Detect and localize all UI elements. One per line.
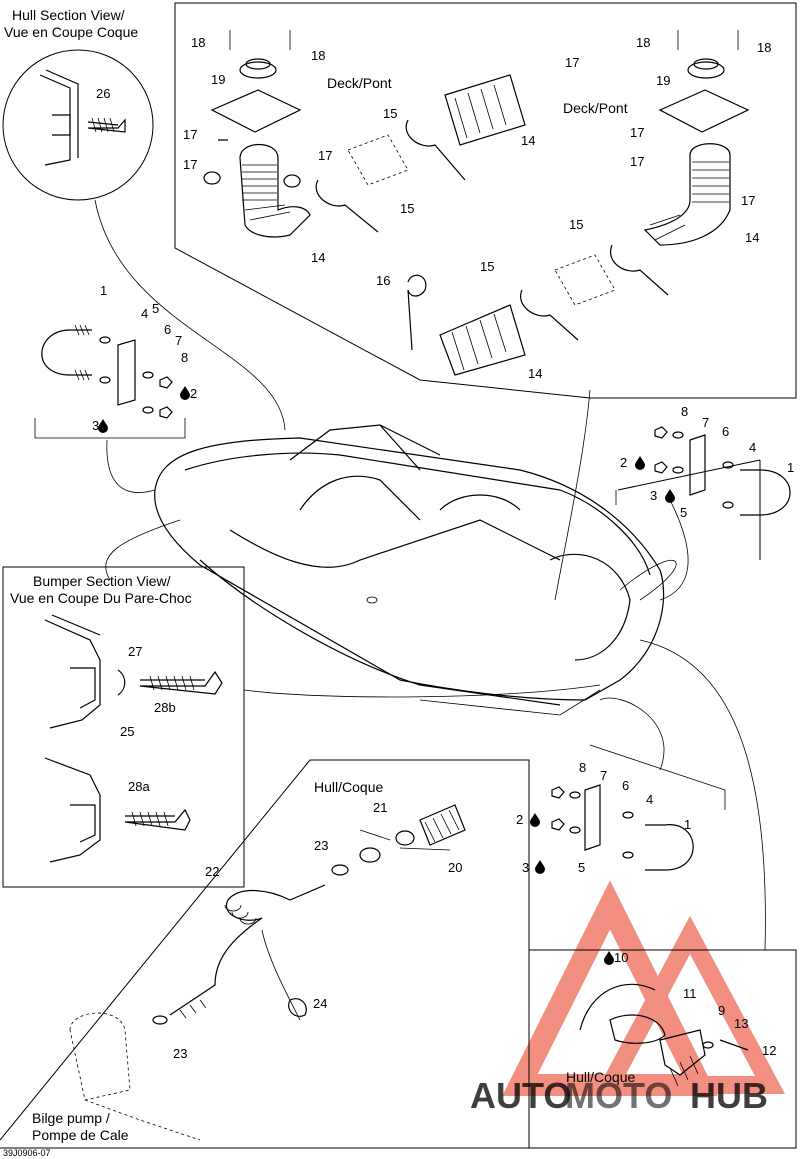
callout-3: 3	[522, 860, 529, 875]
callout-18: 18	[636, 35, 650, 50]
deck-label-right: Deck/Pont	[563, 100, 628, 116]
callout-19: 19	[656, 73, 670, 88]
callout-28b: 28b	[154, 700, 176, 715]
clamps	[315, 119, 669, 351]
callout-28a: 28a	[128, 779, 150, 794]
watermark-hub: HUB	[690, 1075, 768, 1116]
callout-1: 1	[100, 283, 107, 298]
callout-17: 17	[183, 157, 197, 172]
leader-lines	[94, 199, 766, 1021]
callout-18: 18	[311, 48, 325, 63]
callout-2: 2	[516, 812, 523, 827]
callout-8: 8	[579, 760, 586, 775]
callout-26: 26	[96, 86, 110, 101]
callout-14: 14	[311, 250, 325, 265]
callout-18: 18	[757, 40, 771, 55]
vent-hoses	[347, 74, 616, 376]
callout-6: 6	[164, 322, 171, 337]
drain-plug-detail	[579, 983, 749, 1087]
callout-23: 23	[314, 838, 328, 853]
hull-section-caption-line1: Hull Section View/	[12, 7, 125, 23]
callout-4: 4	[141, 306, 148, 321]
callout-22: 22	[205, 864, 219, 879]
hull-label-middle: Hull/Coque	[314, 779, 383, 795]
deck-label-left: Deck/Pont	[327, 75, 392, 91]
callout-23: 23	[173, 1046, 187, 1061]
callout-3: 3	[650, 488, 657, 503]
callout-17: 17	[183, 127, 197, 142]
callout-25: 25	[120, 724, 134, 739]
callout-17: 17	[630, 125, 644, 140]
callout-17: 17	[741, 193, 755, 208]
deck-vent-right	[643, 30, 750, 246]
callout-14: 14	[521, 133, 535, 148]
callout-27: 27	[128, 644, 142, 659]
callout-8: 8	[681, 404, 688, 419]
callout-14: 14	[745, 230, 759, 245]
callout-17: 17	[630, 154, 644, 169]
hull-section-caption-line2: Vue en Coupe Coque	[4, 24, 138, 40]
handle-set-right	[654, 426, 791, 516]
boat-illustration	[154, 424, 665, 716]
bumper-section-detail	[44, 614, 223, 863]
hull-section-view	[2, 49, 154, 201]
drop-icon	[98, 386, 675, 965]
bumper-section-caption-line2: Vue en Coupe Du Pare-Choc	[10, 590, 192, 606]
watermark-text: AUTO MOTO HUB	[470, 1075, 768, 1116]
handle-set-upper-left	[41, 324, 173, 419]
callout-6: 6	[722, 424, 729, 439]
callout-5: 5	[680, 505, 687, 520]
callout-9: 9	[718, 1003, 725, 1018]
deck-vent-left	[203, 30, 311, 238]
callout-3: 3	[92, 418, 99, 433]
watermark-moto: MOTO	[565, 1075, 672, 1116]
callout-17: 17	[565, 55, 579, 70]
callout-15: 15	[383, 106, 397, 121]
callout-21: 21	[373, 800, 387, 815]
callout-15: 15	[569, 217, 583, 232]
callout-15: 15	[480, 259, 494, 274]
callout-17: 17	[318, 148, 332, 163]
callout-7: 7	[702, 415, 709, 430]
bilge-pump-caption-line2: Pompe de Cale	[32, 1127, 129, 1143]
callout-5: 5	[152, 301, 159, 316]
callout-18: 18	[191, 35, 205, 50]
callout-12: 12	[762, 1043, 776, 1058]
hull-label-bottom: Hull/Coque	[566, 1069, 635, 1085]
callout-14: 14	[528, 366, 542, 381]
callout-7: 7	[600, 768, 607, 783]
callout-8: 8	[181, 350, 188, 365]
handle-set-lower	[551, 784, 694, 871]
watermark-auto: AUTO	[470, 1075, 571, 1116]
bumper-section-caption-line1: Bumper Section View/	[33, 573, 171, 589]
callout-4: 4	[749, 440, 756, 455]
callout-13: 13	[734, 1016, 748, 1031]
callout-4: 4	[646, 792, 653, 807]
callout-1: 1	[684, 817, 691, 832]
callout-7: 7	[175, 333, 182, 348]
callout-20: 20	[448, 860, 462, 875]
callout-1: 1	[787, 460, 794, 475]
callout-numbers: 18 18 19 17 17 17 14 15 15 14 17 18 18 1…	[92, 35, 794, 1061]
callout-2: 2	[190, 386, 197, 401]
bilge-pump	[69, 1012, 201, 1141]
callout-10: 10	[614, 950, 628, 965]
callout-5: 5	[578, 860, 585, 875]
bilge-hose-assembly	[152, 804, 466, 1025]
watermark-logo	[502, 880, 785, 1096]
callout-16: 16	[376, 273, 390, 288]
drawing-code: 39J0906-07	[3, 1148, 51, 1158]
callout-19: 19	[211, 72, 225, 87]
callout-6: 6	[622, 778, 629, 793]
callout-24: 24	[313, 996, 327, 1011]
bilge-pump-caption-line1: Bilge pump /	[32, 1110, 110, 1126]
callout-2: 2	[620, 455, 627, 470]
callout-15: 15	[400, 201, 414, 216]
callout-11: 11	[683, 986, 697, 1001]
